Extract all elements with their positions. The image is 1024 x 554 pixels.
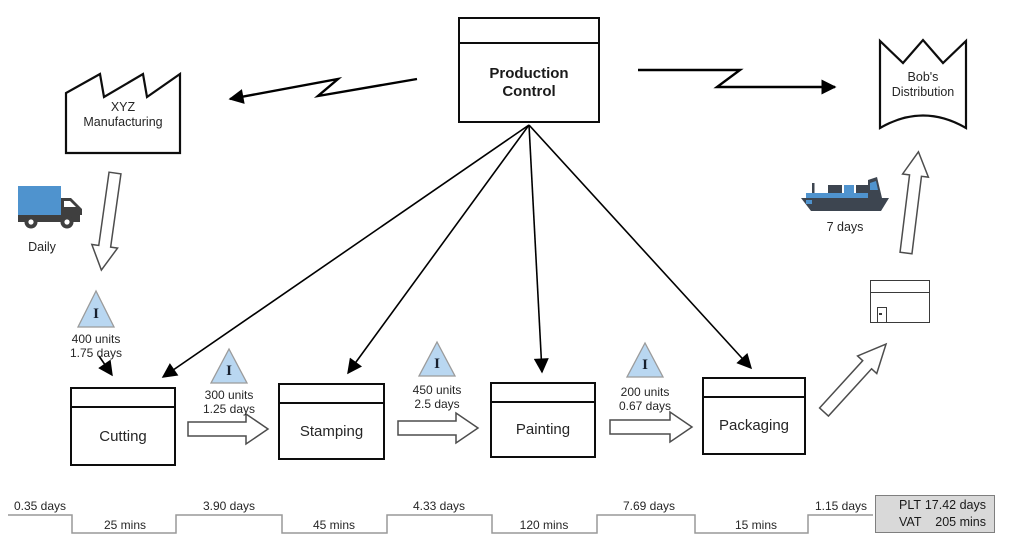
vat-row: VAT 205 mins (876, 514, 994, 531)
inbound-delivery-arrow (90, 171, 122, 272)
inventory-units-3: 450 units (412, 383, 462, 397)
process-label-painting: Painting (515, 421, 571, 438)
inventory-units-2: 300 units (204, 388, 254, 402)
truck-icon (18, 186, 82, 229)
schedule-arrow-packaging (528, 124, 753, 370)
inventory-triangle-3 (417, 340, 457, 377)
timeline-line (8, 514, 873, 534)
process-box-cutting: Cutting (70, 387, 176, 466)
process-label-stamping: Stamping (299, 422, 364, 440)
factory-icon (64, 71, 182, 155)
shipment-arrow (818, 342, 888, 418)
vat-value: 205 mins (935, 515, 986, 529)
outbound-frequency-label: 7 days (826, 220, 864, 234)
plt-value: 17.42 days (924, 498, 986, 512)
process-label-packaging: Packaging (718, 417, 790, 434)
inventory-symbol-1: I (93, 306, 99, 322)
inventory-arrow (98, 355, 113, 377)
schedule-arrow-stamping (347, 124, 530, 375)
cycle-time-label-2: 45 mins (312, 518, 356, 532)
production-control-header (460, 19, 598, 44)
inventory-units-1: 400 units (71, 332, 121, 346)
push-arrow-1 (187, 412, 270, 446)
warehouse-door-icon (877, 307, 887, 322)
inventory-symbol-4: I (642, 357, 648, 373)
schedule-arrow-cutting (161, 124, 530, 378)
supplier-label: XYZ Manufacturing (83, 100, 163, 129)
cycle-time-label-4: 15 mins (734, 518, 778, 532)
process-box-stamping: Stamping (278, 383, 385, 460)
warehouse-icon (870, 280, 930, 323)
cycle-time-label-3: 120 mins (519, 518, 569, 532)
inventory-days-1: 1.75 days (69, 346, 123, 360)
plt-label: PLT (899, 498, 921, 512)
inventory-units-4: 200 units (620, 385, 670, 399)
process-header (704, 379, 804, 398)
process-box-packaging: Packaging (702, 377, 806, 455)
summary-box: PLT 17.42 days VAT 205 mins (875, 495, 995, 533)
ship-icon (801, 177, 889, 211)
customer-label: Bob's Distribution (891, 70, 955, 99)
process-header (72, 389, 174, 408)
process-label-cutting: Cutting (99, 427, 147, 445)
inbound-frequency-label: Daily (28, 240, 56, 254)
inventory-days-2: 1.25 days (202, 402, 256, 416)
process-header (280, 385, 383, 404)
lead-time-label-2: 3.90 days (202, 499, 256, 513)
cycle-time-label-1: 25 mins (103, 518, 147, 532)
process-box-painting: Painting (490, 382, 596, 458)
push-arrow-3 (609, 410, 694, 444)
customer-icon (878, 38, 968, 130)
info-arrow-right-icon (638, 68, 837, 95)
lead-time-label-5: 1.15 days (814, 499, 868, 513)
inventory-triangle-1 (76, 289, 116, 328)
push-arrow-2 (397, 411, 480, 445)
inventory-days-3: 2.5 days (414, 397, 460, 411)
lead-time-label-3: 4.33 days (412, 499, 466, 513)
info-arrow-left-icon (228, 77, 418, 104)
inventory-symbol-2: I (226, 363, 232, 379)
production-control-box: Production Control (458, 17, 600, 123)
delivery-arrow (899, 150, 930, 255)
inventory-triangle-4 (625, 341, 665, 378)
production-control-label: Production Control (489, 64, 569, 100)
inventory-days-4: 0.67 days (618, 399, 672, 413)
lead-time-label-4: 7.69 days (622, 499, 676, 513)
process-header (492, 384, 594, 403)
lead-time-label-1: 0.35 days (13, 499, 67, 513)
plt-row: PLT 17.42 days (876, 497, 994, 514)
vat-label: VAT (899, 515, 922, 529)
inventory-triangle-2 (209, 347, 249, 384)
inventory-symbol-3: I (434, 356, 440, 372)
schedule-arrow-painting (528, 124, 549, 374)
